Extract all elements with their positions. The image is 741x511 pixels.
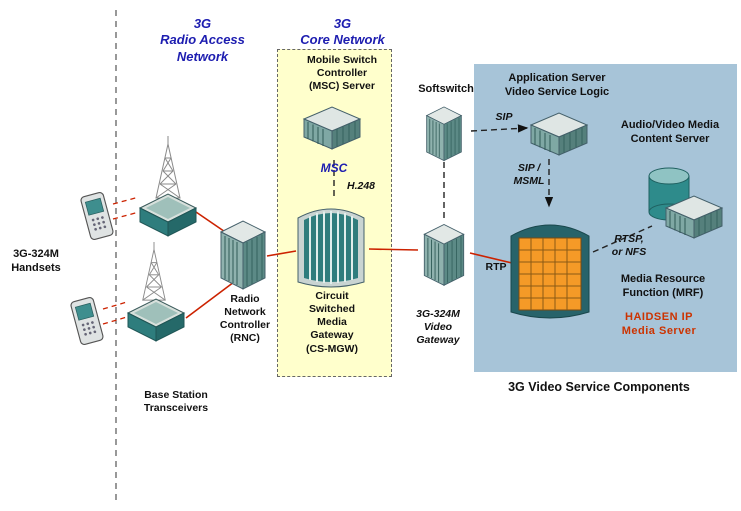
handset-icon (66, 294, 107, 348)
label-content-server: Audio/Video Media Content Server (620, 119, 720, 145)
softswitch-icon (416, 103, 472, 168)
msc-server-icon (300, 100, 364, 161)
label-media-server-brand: HAIDSEN IP Media Server (621, 311, 697, 337)
label-rtsp: RTSP, or NFS (611, 233, 647, 259)
label-sip: SIP (495, 111, 513, 123)
label-cs-mgw: Circuit Switched Media Gateway (CS-MGW) (306, 290, 358, 355)
label-app-server: Application Server Video Service Logic (504, 72, 610, 98)
label-sip-msml: SIP / MSML (513, 162, 545, 188)
label-h248: H.248 (346, 180, 376, 192)
label-mrf: Media Resource Function (MRF) (620, 273, 706, 299)
diagram-caption: 3G Video Service Components (508, 380, 690, 394)
label-softswitch: Softswitch (418, 83, 474, 95)
ran-title: 3G Radio Access Network (160, 16, 245, 64)
label-msc-server: Mobile Switch Controller (MSC) Server (306, 54, 377, 93)
content-server-icon (662, 192, 726, 247)
rnc-switch-icon (216, 215, 270, 298)
app-server-icon (527, 108, 591, 165)
label-rnc: Radio Network Controller (RNC) (219, 293, 271, 345)
base-station-icon (136, 190, 200, 243)
label-base-stations: Base Station Transceivers (143, 389, 209, 415)
label-rtp: RTP (485, 261, 507, 273)
cs-mgw-icon (292, 198, 370, 295)
label-video-gateway: 3G-324M Video Gateway (416, 308, 460, 347)
video-gateway-icon (416, 220, 472, 293)
label-msc: MSC (320, 161, 348, 175)
label-handsets: 3G-324M Handsets (11, 248, 61, 274)
core-network-title: 3G Core Network (300, 16, 385, 48)
base-station-icon (124, 295, 188, 348)
handset-icon (76, 189, 117, 243)
mrf-chassis-icon (503, 212, 597, 329)
